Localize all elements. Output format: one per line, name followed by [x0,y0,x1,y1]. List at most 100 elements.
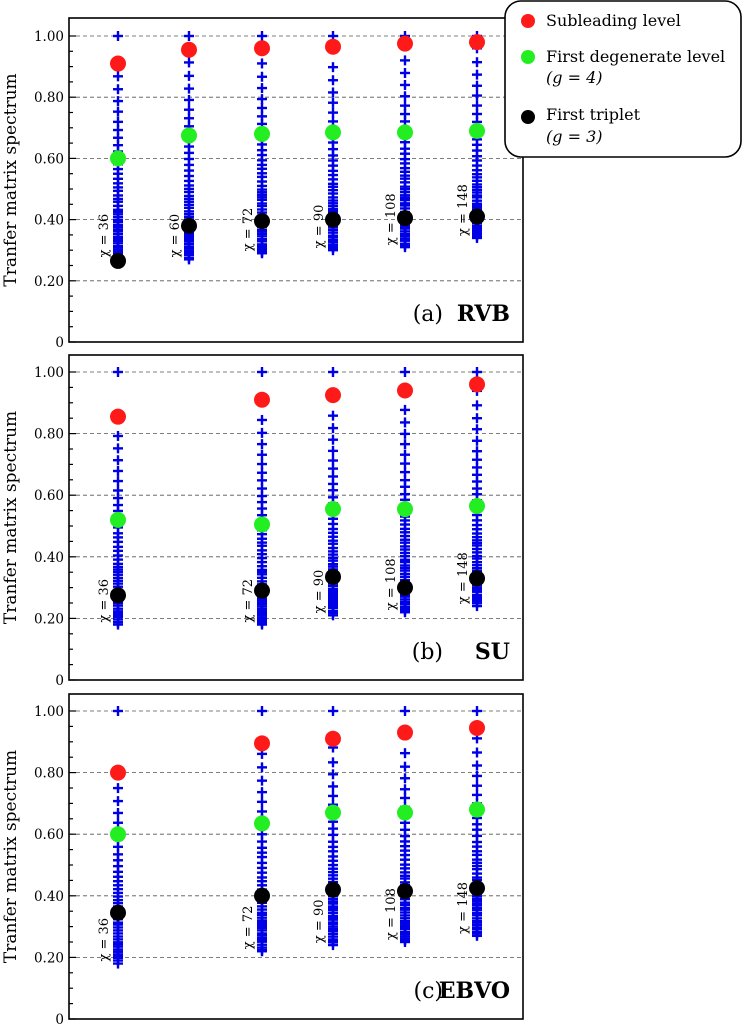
subleading-point [397,382,413,399]
y-tick-label: 0.20 [34,611,64,627]
chi-label: χ = 72 [241,906,256,950]
triplet-point [254,582,270,599]
chi-label: χ = 36 [97,579,112,623]
legend-label-subleading: Subleading level [546,11,681,30]
triplet-point [110,252,126,269]
degenerate-point [397,804,413,821]
subleading-point [254,40,270,57]
subleading-point [469,719,485,736]
degenerate-point [325,501,341,518]
panel-tag: (c) [414,979,444,1004]
spectrum-column: χ = 148 [456,31,485,243]
y-tick-label: 0.60 [34,151,64,167]
chi-label: χ = 72 [241,208,256,252]
spectrum-column: χ = 72 [241,367,270,630]
subleading-point [397,724,413,741]
y-tick-label: 0.80 [34,766,64,782]
y-axis-label: Tranfer matrix spectrum [1,73,21,286]
subleading-point [469,376,485,393]
spectrum-column: χ = 148 [456,706,485,941]
panel-tag: (b) [412,640,443,665]
spectrum-column: χ = 36 [97,706,126,969]
subleading-point [469,34,485,51]
degenerate-point [325,124,341,141]
chi-label: χ = 148 [456,552,471,604]
y-tick-label: 0.40 [34,213,64,229]
panel-name: RVB [457,301,510,327]
legend-marker-subleading [521,14,535,28]
spectrum-column: χ = 72 [241,31,270,259]
spectrum-column: χ = 36 [97,31,126,269]
subleading-point [110,764,126,781]
y-tick-label: 0.60 [34,488,64,504]
plot-frame [68,354,524,681]
legend-marker-degenerate [521,50,535,64]
plot-frame [68,17,524,343]
degenerate-point [110,826,126,843]
chi-label: χ = 90 [312,900,327,944]
triplet-point [469,208,485,225]
chi-label: χ = 90 [312,570,327,614]
triplet-point [110,904,126,921]
degenerate-point [469,497,485,514]
degenerate-point [469,801,485,818]
subleading-point [325,387,341,404]
y-tick-label: 0.80 [34,427,64,443]
chi-label: χ = 36 [97,918,112,962]
degenerate-point [110,511,126,528]
y-tick-label: 0 [55,1012,64,1028]
y-tick-label: 0.80 [34,90,64,106]
triplet-point [397,883,413,900]
degenerate-point [397,124,413,141]
y-tick-label: 0 [55,335,64,351]
spectrum-column: χ = 60 [168,31,197,265]
subleading-point [254,391,270,408]
legend-label-triplet: First triplet [546,105,641,124]
triplet-point [397,579,413,596]
chi-label: χ = 90 [312,205,327,249]
subleading-point [181,41,197,58]
y-tick-label: 0.20 [34,950,64,966]
degenerate-point [397,501,413,518]
degenerate-point [254,516,270,533]
spectrum-column: χ = 90 [312,367,341,621]
y-tick-label: 0.40 [34,889,64,905]
degenerate-point [110,150,126,167]
y-tick-label: 0.20 [34,274,64,290]
triplet-point [254,213,270,230]
y-tick-label: 0.40 [34,550,64,566]
triplet-point [469,880,485,897]
chi-label: χ = 36 [97,214,112,258]
chi-label: χ = 148 [456,184,471,236]
triplet-point [110,587,126,604]
chi-label: χ = 148 [456,882,471,934]
chi-label: χ = 108 [384,558,399,610]
y-tick-label: 1.00 [34,365,64,381]
degenerate-point [254,815,270,832]
legend-label-degenerate: First degenerate level [546,47,725,66]
triplet-point [325,568,341,585]
spectrum-column: χ = 108 [384,31,413,253]
chi-label: χ = 108 [384,888,399,940]
spectrum-column: χ = 108 [384,367,413,618]
legend-sublabel-triplet: (g = 3) [546,127,602,146]
y-axis-label: Tranfer matrix spectrum [1,411,21,624]
legend: Subleading level First degenerate level … [504,0,742,158]
subleading-point [110,408,126,425]
triplet-point [181,217,197,234]
triplet-point [469,570,485,587]
y-tick-label: 0 [55,673,64,689]
chi-label: χ = 108 [384,193,399,245]
legend-box [504,0,742,158]
spectrum-column: χ = 90 [312,31,341,256]
triplet-point [254,887,270,904]
triplet-point [397,210,413,227]
spectrum-column: χ = 108 [384,706,413,947]
plot-frame [68,693,524,1020]
degenerate-point [254,125,270,142]
y-tick-label: 0.60 [34,827,64,843]
